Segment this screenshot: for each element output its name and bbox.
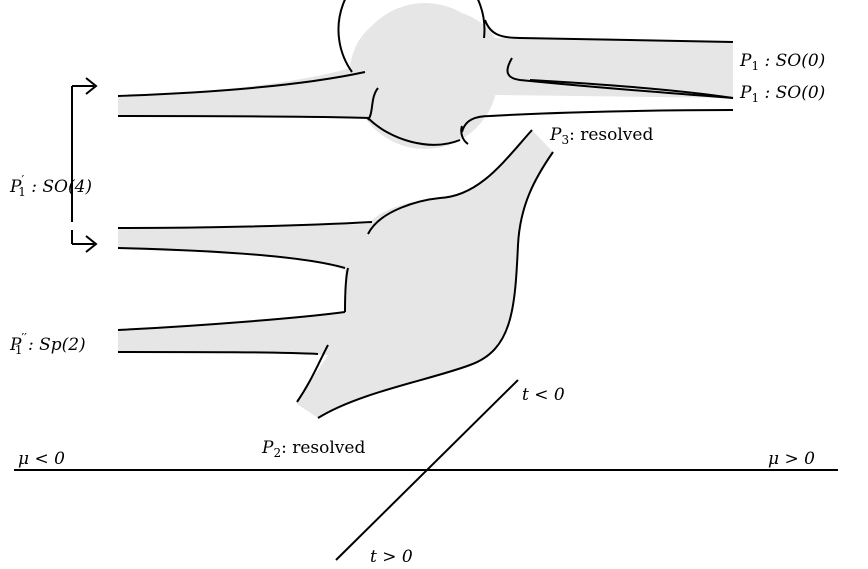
tube-right-top-upper-edge — [484, 19, 734, 43]
upper-brane — [117, 0, 734, 149]
blob-upper-edge — [367, 129, 533, 235]
label-p1-prime: P′1 : SO(4) — [9, 173, 92, 199]
tube-right-bottom-edge — [461, 109, 734, 133]
label-mu-negative: μ < 0 — [18, 449, 65, 469]
tube-left-top-edge — [117, 71, 366, 97]
bubble-circle — [352, 3, 498, 149]
label-p1-top: P1 : SO(0) — [739, 51, 825, 73]
label-mu-positive: μ > 0 — [768, 449, 815, 469]
t-axis — [335, 379, 519, 561]
cut-mark-2 — [367, 87, 379, 121]
tube-right-top-lower-edge — [506, 57, 734, 99]
label-p3: P3: resolved — [549, 125, 653, 147]
lower-tube-bottom-upper-edge — [117, 311, 346, 331]
arrow-head-down — [85, 235, 98, 253]
cut-mark-3 — [344, 267, 349, 313]
tube-right-bottom-upper-edge — [529, 79, 734, 99]
lower-tube-top-upper-edge — [117, 221, 373, 229]
label-p1-bottom: P1 : SO(0) — [739, 83, 825, 105]
label-p2: P2: resolved — [261, 438, 365, 460]
bubble-edge — [337, 0, 486, 73]
lower-brane — [117, 129, 554, 419]
tube-left-bottom-edge — [117, 115, 371, 119]
cut-mark — [460, 125, 469, 145]
arrow-head-up — [85, 77, 98, 95]
bracket — [71, 77, 98, 253]
blob-right-edge — [317, 151, 554, 419]
lower-tube-bottom-lower-edge — [117, 351, 319, 355]
cut-mark-4 — [296, 344, 329, 403]
label-t-positive: t > 0 — [370, 547, 413, 567]
label-t-negative: t < 0 — [522, 385, 565, 405]
label-p1-dprime: P′′1 : Sp(2) — [9, 331, 86, 357]
lower-tube-top-lower-edge — [117, 247, 346, 269]
